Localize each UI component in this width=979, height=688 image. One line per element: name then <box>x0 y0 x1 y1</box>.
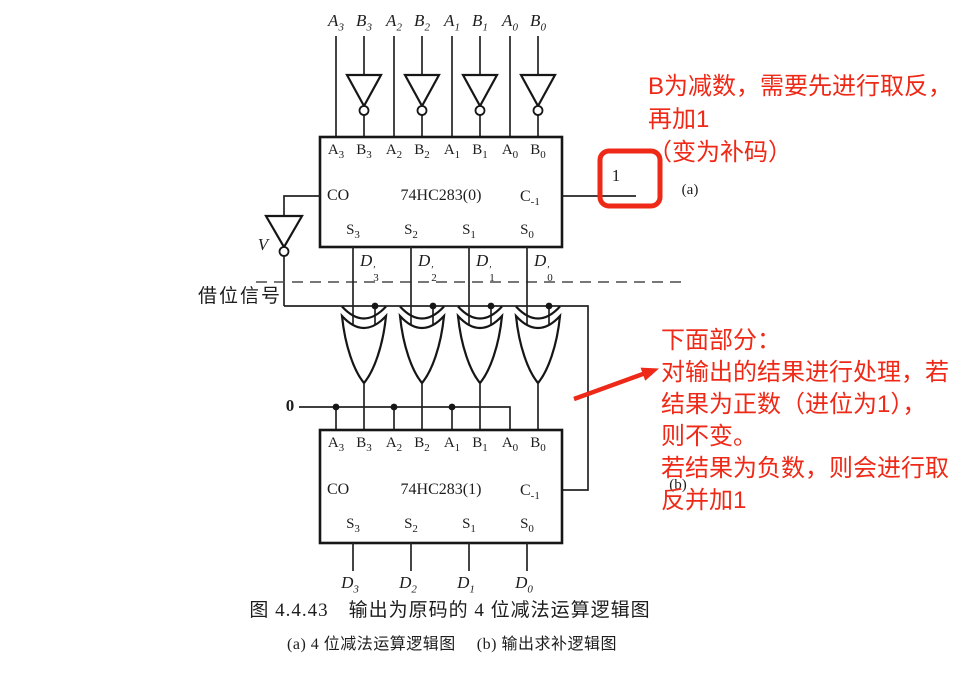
v-signal-label: V <box>257 235 269 254</box>
red-note-bottom-line5: 若结果为负数，则会进行取 <box>661 455 949 482</box>
inverter-icon-b3 <box>345 73 383 116</box>
adder0-pin-b2: B2 <box>414 142 430 161</box>
adder1-name: 74HC283(1) <box>400 481 482 498</box>
adder1-pin-a1: A1 <box>443 435 461 454</box>
xor-gate-icon-3 <box>340 305 388 385</box>
adder1-pin-b1: B1 <box>472 435 488 454</box>
adder0-pin-a1: A1 <box>443 142 461 161</box>
adder0-sum-s0: S0 <box>520 222 534 241</box>
borrow-signal-label: 借位信号 <box>198 286 283 307</box>
adder1-sum-s3: S3 <box>346 516 360 535</box>
inverter-icon-b1 <box>461 73 499 116</box>
adder1-pin-b0: B0 <box>530 435 546 454</box>
red-note-bottom-line3: 结果为正数（进位为1）， <box>661 391 927 418</box>
adder1-pin-a2: A2 <box>385 435 403 454</box>
red-highlight-box <box>597 148 663 209</box>
adder0-sum-s1: S1 <box>462 222 476 241</box>
red-note-top: B为减数，需要先进行取反， 再加1 （变为补码） <box>648 70 952 169</box>
red-note-top-line3: （变为补码） <box>648 139 792 166</box>
red-note-bottom-line6: 反并加1 <box>661 487 747 514</box>
red-note-bottom-line1: 下面部分： <box>661 327 781 354</box>
junction-dot <box>371 302 379 310</box>
red-arrow-shaft <box>573 371 645 402</box>
output-label-d3: D3 <box>341 573 359 596</box>
red-note-bottom-line4: 则不变。 <box>661 423 757 450</box>
adder0-cin-label: C-1 <box>520 188 540 209</box>
dprime-label-2: D′2 <box>418 251 437 284</box>
adder1-cin-label: C-1 <box>520 482 540 503</box>
red-note-bottom-line2: 对输出的结果进行处理，若 <box>661 359 949 386</box>
adder1-pin-a0: A0 <box>501 435 519 454</box>
junction-dot <box>448 403 456 411</box>
top-input-label-b2: B2 <box>414 11 430 34</box>
constant-zero-label: 0 <box>285 396 295 415</box>
output-label-d2: D2 <box>399 573 417 596</box>
inverter-icon-v <box>264 214 304 257</box>
adder0-pin-b3: B3 <box>356 142 372 161</box>
adder0-co-label: CO <box>327 187 350 204</box>
xor-gate-icon-2 <box>398 305 446 385</box>
adder0-sum-s3: S3 <box>346 222 360 241</box>
adder0-pin-a3: A3 <box>327 142 345 161</box>
top-input-label-a3: A3 <box>328 11 344 34</box>
adder1-pin-b3: B3 <box>356 435 372 454</box>
adder1-box <box>318 428 564 545</box>
dprime-label-0: D′0 <box>534 251 553 284</box>
output-label-d0: D0 <box>515 573 533 596</box>
adder1-pin-a3: A3 <box>327 435 345 454</box>
output-label-d1: D1 <box>457 573 475 596</box>
red-arrow-head <box>640 367 659 381</box>
dprime-label-1: D′1 <box>476 251 495 284</box>
adder0-co-wire <box>283 195 320 216</box>
junction-dot <box>545 302 553 310</box>
top-input-label-b3: B3 <box>356 11 372 34</box>
zero-bus-wire <box>299 406 511 430</box>
adder1-co-label: CO <box>327 481 350 498</box>
top-input-label-b0: B0 <box>530 11 546 34</box>
adder0-pin-b0: B0 <box>530 142 546 161</box>
figure-subcaption: (a) 4 位减法运算逻辑图 (b) 输出求补逻辑图 <box>287 636 617 653</box>
adder0-pin-b1: B1 <box>472 142 488 161</box>
adder0-pin-a0: A0 <box>501 142 519 161</box>
top-input-label-a2: A2 <box>386 11 402 34</box>
adder1-sum-s0: S0 <box>520 516 534 535</box>
junction-dot <box>429 302 437 310</box>
xor-gate-icon-1 <box>456 305 504 385</box>
adder0-box <box>318 135 564 249</box>
adder1-sum-s2: S2 <box>404 516 418 535</box>
red-note-top-line1: B为减数，需要先进行取反， <box>648 73 953 100</box>
figure-caption: 图 4.4.43 输出为原码的 4 位减法运算逻辑图 <box>249 600 651 621</box>
inverter-icon-b2 <box>403 73 441 116</box>
junction-dot <box>390 403 398 411</box>
top-input-label-a0: A0 <box>502 11 518 34</box>
top-input-label-a1: A1 <box>444 11 460 34</box>
xor-gate-icon-0 <box>514 305 562 385</box>
red-note-bottom: 下面部分： 对输出的结果进行处理，若 结果为正数（进位为1）， 则不变。 若结果… <box>661 325 949 517</box>
dprime-label-3: D′3 <box>360 251 379 284</box>
subfigure-label-a: (a) <box>681 182 699 198</box>
red-note-top-line2: 再加1 <box>648 106 710 133</box>
adder0-pin-a2: A2 <box>385 142 403 161</box>
subfigure-label-b: (b) <box>669 477 687 493</box>
adder0-sum-s2: S2 <box>404 222 418 241</box>
carry-in-constant-one: 1 <box>611 166 621 185</box>
adder1-sum-s1: S1 <box>462 516 476 535</box>
adder1-pin-b2: B2 <box>414 435 430 454</box>
adder0-name: 74HC283(0) <box>400 187 482 204</box>
junction-dot <box>332 403 340 411</box>
inverter-icon-b0 <box>519 73 557 116</box>
top-input-label-b1: B1 <box>472 11 488 34</box>
junction-dot <box>487 302 495 310</box>
